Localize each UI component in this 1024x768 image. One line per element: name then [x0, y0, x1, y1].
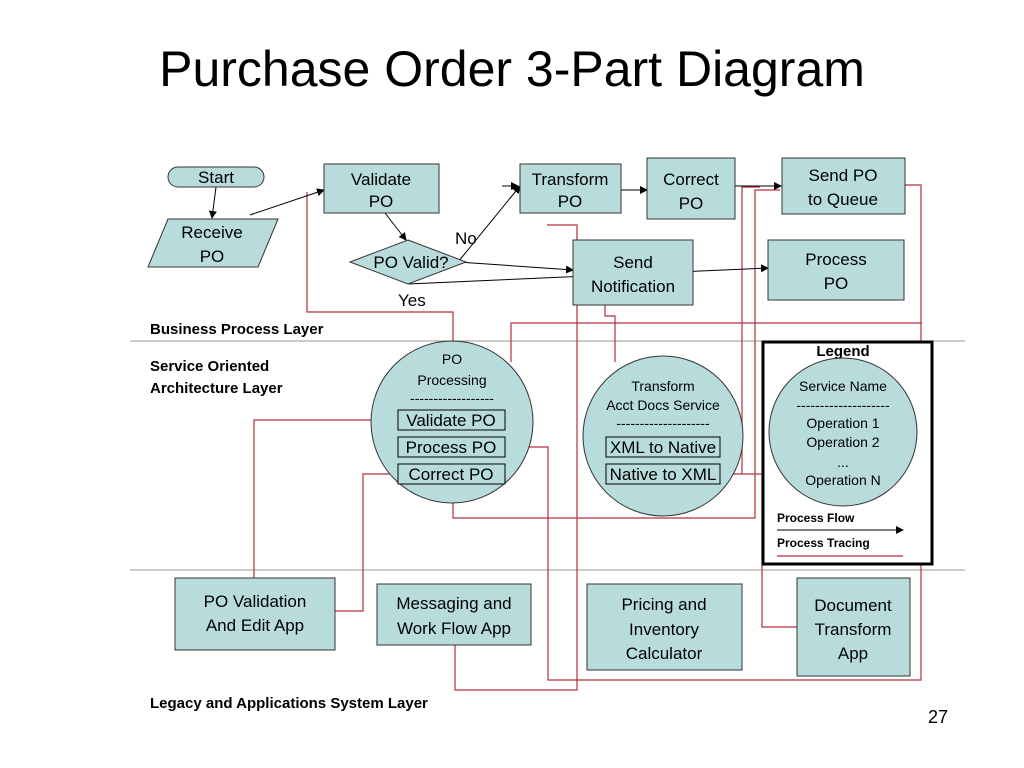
process-po-operation-box — [397, 436, 506, 458]
legend-service-circle — [768, 357, 918, 507]
receive-po-parallelogram: Receive PO — [147, 218, 279, 268]
po-processing-divider: ------------------ — [410, 390, 494, 406]
correct-po-operation: Correct PO — [408, 465, 493, 484]
pricing-app-line1: Pricing and — [621, 595, 706, 614]
process-po-label-line1: Process — [805, 250, 866, 269]
pricing-app-line2: Inventory — [629, 620, 699, 639]
no-branch-label: No — [455, 229, 477, 248]
legend-process-flow-label: Process Flow — [777, 511, 855, 525]
doc-transform-app-line2: Transform — [815, 620, 892, 639]
business-layer-label: Business Process Layer — [150, 321, 324, 338]
transform-po-label-line1: Transform — [532, 170, 609, 189]
yes-branch-label: Yes — [398, 291, 426, 310]
correct-po-label-line1: Correct — [663, 170, 719, 189]
native-to-xml-operation: Native to XML — [610, 465, 717, 484]
validate-po-operation: Validate PO — [406, 411, 495, 430]
po-valid-label: PO Valid? — [373, 253, 448, 272]
po-processing-service: PO Processing ------------------ Validat… — [370, 340, 534, 504]
page-title: Purchase Order 3-Part Diagram — [159, 41, 865, 97]
send-notification-label-line1: Send — [613, 253, 653, 272]
xml-to-native-operation: XML to Native — [610, 438, 716, 457]
po-validation-app-line2: And Edit App — [206, 616, 304, 635]
process-po-operation: Process PO — [406, 438, 497, 457]
validate-po-operation-box — [397, 409, 506, 431]
correct-po-box: Correct PO — [646, 157, 736, 220]
validate-po-label-line1: Validate — [351, 170, 411, 189]
validate-po-box: Validate PO — [323, 163, 440, 214]
native-to-xml-operation-box — [605, 463, 721, 485]
start-terminator: Start — [167, 166, 265, 188]
receive-po-label-line2: PO — [200, 247, 225, 266]
page-number: 27 — [928, 707, 949, 727]
transform-po-box: Transform PO — [519, 163, 622, 214]
soa-layer-label-line1: Service Oriented — [150, 358, 269, 375]
legend-divider: -------------------- — [796, 397, 890, 413]
legacy-layer-label: Legacy and Applications System Layer — [150, 695, 428, 712]
receive-po-label-line1: Receive — [181, 223, 242, 242]
send-po-to-queue-box: Send PO to Queue — [781, 157, 906, 215]
messaging-app-line2: Work Flow App — [397, 619, 511, 638]
po-processing-name-line2: Processing — [417, 372, 486, 388]
legend: Legend Service Name --------------------… — [761, 340, 934, 566]
transform-acct-divider: -------------------- — [616, 415, 710, 431]
doc-transform-app-line3: App — [838, 644, 868, 663]
process-po-box: Process PO — [767, 239, 905, 301]
pricing-app-line3: Calculator — [626, 644, 703, 663]
transform-po-label-line2: PO — [558, 192, 583, 211]
legend-operation-1: Operation 1 — [806, 415, 879, 431]
correct-po-operation-box — [397, 463, 506, 485]
po-validation-app-box: PO Validation And Edit App — [174, 577, 336, 651]
legend-process-tracing-label: Process Tracing — [777, 536, 870, 550]
legend-title: Legend — [816, 343, 869, 360]
xml-to-native-operation-box — [605, 436, 721, 458]
process-po-label-line2: PO — [824, 274, 849, 293]
soa-layer-label-line2: Architecture Layer — [150, 380, 283, 397]
doc-transform-app-line1: Document — [814, 596, 892, 615]
legend-service-name: Service Name — [799, 378, 887, 394]
send-notification-label-line2: Notification — [591, 277, 675, 296]
send-notification-box: Send Notification — [572, 239, 694, 306]
transform-acct-name-line2: Acct Docs Service — [606, 397, 720, 413]
legend-operation-2: Operation 2 — [806, 434, 879, 450]
send-po-label-line2: to Queue — [808, 190, 878, 209]
correct-po-label-line2: PO — [679, 194, 704, 213]
legend-operation-n: Operation N — [805, 472, 880, 488]
po-processing-name-line1: PO — [442, 351, 462, 367]
po-valid-decision: PO Valid? — [348, 239, 468, 285]
transform-acct-docs-service: Transform Acct Docs Service ------------… — [582, 355, 744, 517]
po-validation-app-line1: PO Validation — [204, 592, 307, 611]
validate-po-label-line2: PO — [369, 192, 394, 211]
pricing-inventory-app-box: Pricing and Inventory Calculator — [586, 583, 743, 671]
messaging-workflow-app-box: Messaging and Work Flow App — [376, 583, 532, 646]
legend-ellipsis: ... — [837, 454, 849, 470]
send-po-label-line1: Send PO — [809, 166, 878, 185]
document-transform-app-box: Document Transform App — [796, 577, 911, 677]
messaging-app-line1: Messaging and — [396, 594, 511, 613]
transform-acct-name-line1: Transform — [631, 378, 694, 394]
start-label: Start — [198, 168, 234, 187]
